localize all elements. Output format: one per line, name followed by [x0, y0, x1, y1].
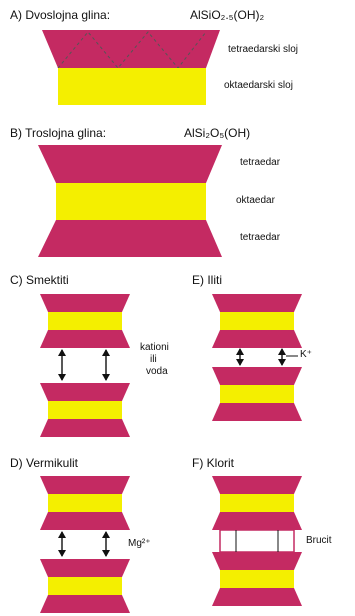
brucite-layer [220, 530, 294, 552]
section-a-title: A) Dvoslojna glina: [10, 8, 110, 22]
section-b-title: B) Troslojna glina: [10, 126, 106, 140]
section-e-title: E) Iliti [192, 273, 222, 287]
potassium-ion-label: K⁺ [300, 349, 312, 360]
brucite-label: Brucit [306, 535, 332, 546]
tetrahedral-layer-top [38, 145, 222, 183]
section-a-formula: AlSiO₂.₅(OH)₂ [190, 8, 264, 22]
two-layer-clay-diagram [42, 30, 220, 105]
section-b-formula: AlSi₂O₅(OH) [184, 126, 250, 140]
octahedral-layer-label: oktaedarski sloj [224, 80, 293, 91]
interlayer-label-3: voda [146, 366, 168, 377]
section-c-title: C) Smektiti [10, 273, 69, 287]
interlayer-label-2: ili [150, 354, 157, 365]
chlorite-diagram [212, 476, 302, 606]
octahedral-layer [56, 183, 206, 220]
section-f-title: F) Klorit [192, 456, 234, 470]
octahedral-layer [58, 68, 206, 105]
octahedral-label: oktaedar [236, 195, 275, 206]
vermiculite-diagram [40, 476, 130, 613]
tetrahedral-top-label: tetraedar [240, 157, 280, 168]
three-layer-clay-diagram [38, 145, 222, 257]
tetrahedral-layer-bottom [38, 220, 222, 257]
illite-diagram [212, 294, 302, 421]
interlayer-label-1: kationi [140, 342, 169, 353]
tetrahedral-bottom-label: tetraedar [240, 232, 280, 243]
magnesium-ion-label: Mg²⁺ [128, 538, 151, 549]
section-d-title: D) Vermikulit [10, 456, 78, 470]
smectite-diagram [40, 294, 130, 437]
tetrahedral-layer-label: tetraedarski sloj [228, 44, 298, 55]
